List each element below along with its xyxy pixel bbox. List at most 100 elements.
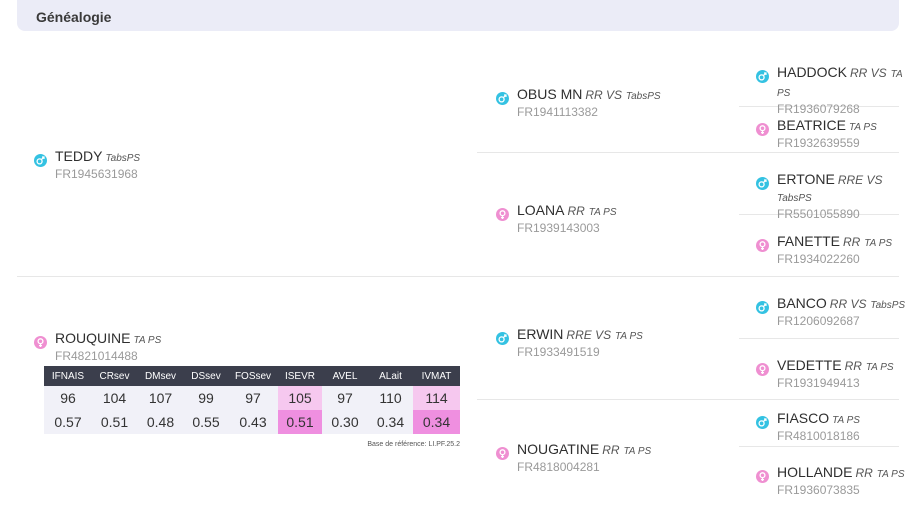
male-icon (34, 154, 47, 167)
animal-code: FR1933491519 (517, 345, 600, 359)
table-header-row: IFNAIS CRsev DMsev DSsev FOSsev ISEVR AV… (44, 366, 460, 386)
male-icon (756, 70, 769, 83)
animal-code: FR1939143003 (517, 221, 600, 235)
column-header: IFNAIS (44, 366, 92, 386)
qualification-small: TA PS (848, 122, 877, 133)
qualification-small: TA PS (133, 335, 162, 346)
animal-code: FR1931949413 (777, 376, 860, 390)
divider (739, 152, 899, 153)
table-cell: 0.48 (137, 410, 184, 434)
table-cell: 97 (228, 386, 278, 410)
animal-code: FR4810018186 (777, 429, 860, 443)
column-header: ISEVR (278, 366, 322, 386)
male-icon (756, 177, 769, 190)
table-cell: 0.55 (184, 410, 228, 434)
divider (739, 106, 899, 107)
table-cell: 0.51 (92, 410, 137, 434)
male-icon (496, 332, 509, 345)
animal-name: HADDOCK (777, 64, 848, 80)
qualification-large: RR (843, 235, 861, 249)
qualification-large: RRE VS (837, 173, 883, 187)
male-icon (756, 301, 769, 314)
table-cell: 99 (184, 386, 228, 410)
animal-name: NOUGATINE (517, 441, 600, 457)
animal-code: FR5501055890 (777, 207, 860, 221)
table-row: 0.57 0.51 0.48 0.55 0.43 0.51 0.30 0.34 … (44, 410, 460, 434)
animal-code: FR1206092687 (777, 314, 860, 328)
animal-name: ERTONE (777, 171, 835, 187)
column-header: DSsev (184, 366, 228, 386)
table-cell-highlight: 105 (278, 386, 322, 410)
divider (739, 338, 899, 339)
table-cell: 96 (44, 386, 92, 410)
female-icon (756, 123, 769, 136)
qualification-small: TA PS (864, 238, 893, 249)
table-cell: 0.34 (368, 410, 413, 434)
genealogy-header: Généalogie (17, 0, 899, 31)
qualification-small: TabsPS (105, 153, 141, 164)
table-cell: 97 (322, 386, 368, 410)
column-header: DMsev (137, 366, 184, 386)
male-icon (496, 92, 509, 105)
column-header: IVMAT (413, 366, 460, 386)
female-icon (756, 470, 769, 483)
table-cell: 107 (137, 386, 184, 410)
animal-code: FR1932639559 (777, 136, 860, 150)
male-icon (756, 416, 769, 429)
table-cell: 104 (92, 386, 137, 410)
table-cell: 110 (368, 386, 413, 410)
animal-code: FR4818004281 (517, 460, 600, 474)
divider (477, 399, 739, 400)
qualification-large: RR (602, 443, 620, 457)
animal-code: FR1941113382 (517, 105, 598, 119)
animal-name: FANETTE (777, 233, 841, 249)
qualification-small: TabsPS (777, 193, 812, 204)
qualification-small: TabsPS (625, 91, 661, 102)
qualification-small: TA PS (588, 207, 617, 218)
female-icon (496, 208, 509, 221)
animal-name: BANCO (777, 295, 827, 311)
animal-name: OBUS MN (517, 86, 583, 102)
divider (739, 446, 899, 447)
qualification-small: TA PS (623, 446, 652, 457)
qualification-large: RR (567, 204, 585, 218)
animal-name: BEATRICE (777, 117, 846, 133)
animal-name: TEDDY (55, 148, 103, 164)
qualification-large: RR (855, 466, 873, 480)
animal-code: FR1936073835 (777, 483, 860, 497)
animal-code: FR1934022260 (777, 252, 860, 266)
qualification-large: RR (844, 359, 862, 373)
qualification-large: RRE VS (566, 328, 612, 342)
animal-name: ERWIN (517, 326, 564, 342)
qualification-small: TA PS (865, 362, 894, 373)
qualification-large: RR VS (585, 88, 623, 102)
divider (739, 399, 899, 400)
divider (17, 276, 477, 277)
animal-name: FIASCO (777, 410, 830, 426)
column-header: CRsev (92, 366, 137, 386)
animal-code: FR1945631968 (55, 167, 138, 181)
animal-name: LOANA (517, 202, 565, 218)
index-table: IFNAIS CRsev DMsev DSsev FOSsev ISEVR AV… (44, 366, 460, 434)
table-cell-highlight: 114 (413, 386, 460, 410)
divider (739, 214, 899, 215)
qualification-small: TabsPS (870, 300, 906, 311)
female-icon (756, 239, 769, 252)
column-header: FOSsev (228, 366, 278, 386)
qualification-large: RR VS (850, 66, 887, 80)
table-cell: 0.57 (44, 410, 92, 434)
column-header: ALait (368, 366, 413, 386)
table-cell-highlight: 0.51 (278, 410, 322, 434)
table-cell: 0.30 (322, 410, 368, 434)
female-icon (34, 336, 47, 349)
section-title: Généalogie (36, 9, 112, 25)
animal-name: VEDETTE (777, 357, 842, 373)
female-icon (496, 447, 509, 460)
divider (477, 152, 739, 153)
qualification-small: TA PS (832, 415, 860, 426)
column-header: AVEL (322, 366, 368, 386)
reference-base: Base de référence: LI.PF.25.2 (367, 441, 460, 448)
divider (477, 276, 739, 277)
qualification-small: TA PS (777, 69, 903, 99)
animal-name: ROUQUINE (55, 330, 131, 346)
